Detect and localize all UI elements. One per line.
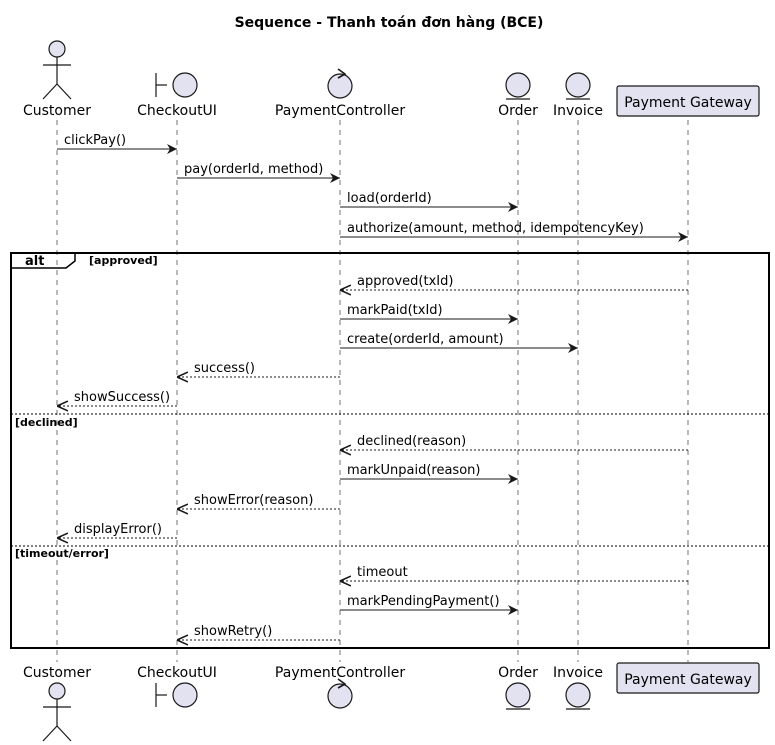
message-label: showError(reason) <box>194 493 313 508</box>
message-label: success() <box>194 361 255 376</box>
alt-guard: [approved] <box>89 254 158 267</box>
message-label: approved(txId) <box>357 274 453 289</box>
message-label: clickPay() <box>64 133 126 148</box>
participant-name: PaymentController <box>275 665 405 681</box>
participant-checkout: CheckoutUI <box>137 72 217 119</box>
alt-label: alt <box>25 254 44 269</box>
participant-customer: Customer <box>23 40 91 119</box>
participant-name: CheckoutUI <box>137 665 217 681</box>
message-label: authorize(amount, method, idempotencyKey… <box>347 221 644 236</box>
participant-invoice: Invoice <box>553 72 603 119</box>
message-label: timeout <box>357 565 408 580</box>
alt-fragment: alt [approved] [declined] [timeout/error] <box>10 252 770 649</box>
participant-gateway-bottom: Payment Gateway <box>616 662 760 694</box>
participant-name: Order <box>498 665 538 681</box>
participant-name: Customer <box>23 103 91 119</box>
participant-name: PaymentController <box>275 103 405 119</box>
participant-order: Order <box>498 72 538 119</box>
alt-guard: [declined] <box>15 416 78 429</box>
alt-frame <box>10 252 770 649</box>
participant-name: Invoice <box>553 103 603 119</box>
participants: CustomerCustomerCheckoutUICheckoutUIPaym… <box>23 40 760 742</box>
participant-invoice-bottom: Invoice <box>553 665 603 710</box>
participant-controller-bottom: PaymentController <box>275 665 405 709</box>
participant-name: Customer <box>23 665 91 681</box>
participant-customer-bottom: Customer <box>23 665 91 742</box>
diagram-title: Sequence - Thanh toán đơn hàng (BCE) <box>235 15 544 31</box>
message-label: load(orderId) <box>347 191 432 206</box>
participant-name: Payment Gateway <box>624 95 752 111</box>
message-label: displayError() <box>74 522 162 537</box>
participant-name: CheckoutUI <box>137 103 217 119</box>
message-label: showSuccess() <box>74 390 170 405</box>
message-label: create(orderId, amount) <box>347 332 504 347</box>
message-label: declined(reason) <box>357 434 466 449</box>
participant-checkout-bottom: CheckoutUI <box>137 665 217 708</box>
message-label: markUnpaid(reason) <box>347 463 480 478</box>
participant-order-bottom: Order <box>498 665 538 710</box>
participant-name: Payment Gateway <box>624 672 752 688</box>
message-label: pay(orderId, method) <box>184 162 323 177</box>
message-label: markPaid(txId) <box>347 303 443 318</box>
alt-guard: [timeout/error] <box>15 547 109 560</box>
message-label: showRetry() <box>194 624 272 639</box>
alt-tab <box>10 252 76 269</box>
lifelines <box>56 120 689 662</box>
participant-controller: PaymentController <box>275 68 405 119</box>
messages: clickPay() pay(orderId, method) load(order… <box>57 133 688 640</box>
participant-name: Order <box>498 103 538 119</box>
message-label: markPendingPayment() <box>347 594 500 609</box>
participant-name: Invoice <box>553 665 603 681</box>
participant-gateway: Payment Gateway <box>616 85 760 117</box>
